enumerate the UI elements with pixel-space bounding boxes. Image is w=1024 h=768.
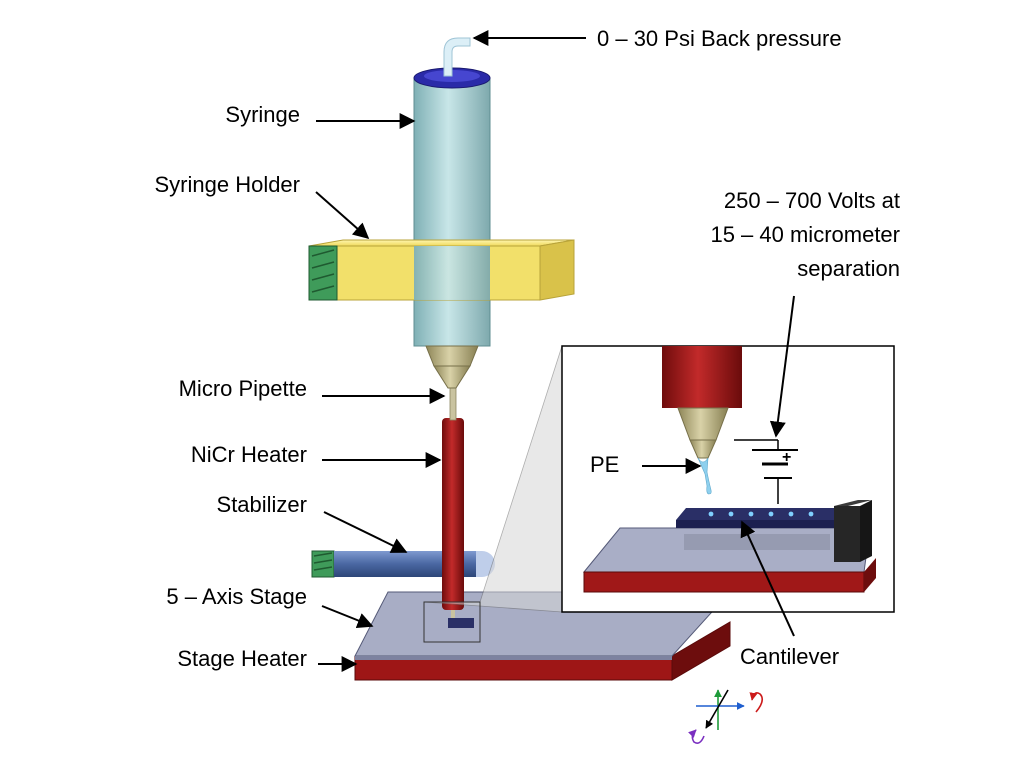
stabilizer-rod <box>311 550 495 578</box>
battery-plus-sign: + <box>782 449 791 466</box>
label-micro-pipette: Micro Pipette <box>179 376 307 401</box>
nicr-heater <box>442 418 464 610</box>
arrow-stabilizer <box>323 511 408 553</box>
label-syringe: Syringe <box>225 102 300 127</box>
arrow-syringe-holder <box>315 191 370 240</box>
label-stabilizer: Stabilizer <box>217 492 307 517</box>
label-cantilever: Cantilever <box>740 644 839 669</box>
label-voltage-line2: 15 – 40 micrometer <box>710 222 900 247</box>
label-five-axis-stage: 5 – Axis Stage <box>166 584 307 609</box>
arrow-five-axis-stage <box>321 605 374 629</box>
stage-heater <box>354 621 731 681</box>
label-back-pressure: 0 – 30 Psi Back pressure <box>597 26 842 51</box>
detail-inset: + <box>561 345 895 613</box>
arrow-cantilever <box>740 520 795 637</box>
callout-arrows <box>315 30 795 672</box>
stage-target-square <box>448 618 474 628</box>
label-voltage-line1: 250 – 700 Volts at <box>724 188 900 213</box>
zoom-source-box <box>423 601 481 643</box>
syringe <box>413 37 491 389</box>
label-stage-heater: Stage Heater <box>177 646 307 671</box>
label-voltage-line3: separation <box>797 256 900 281</box>
label-nicr-heater: NiCr Heater <box>191 442 307 467</box>
syringe-holder <box>308 239 575 301</box>
axis-motion-icon <box>688 689 764 744</box>
label-pe: PE <box>590 452 619 477</box>
label-syringe-holder: Syringe Holder <box>154 172 300 197</box>
arrow-voltage <box>769 295 795 438</box>
